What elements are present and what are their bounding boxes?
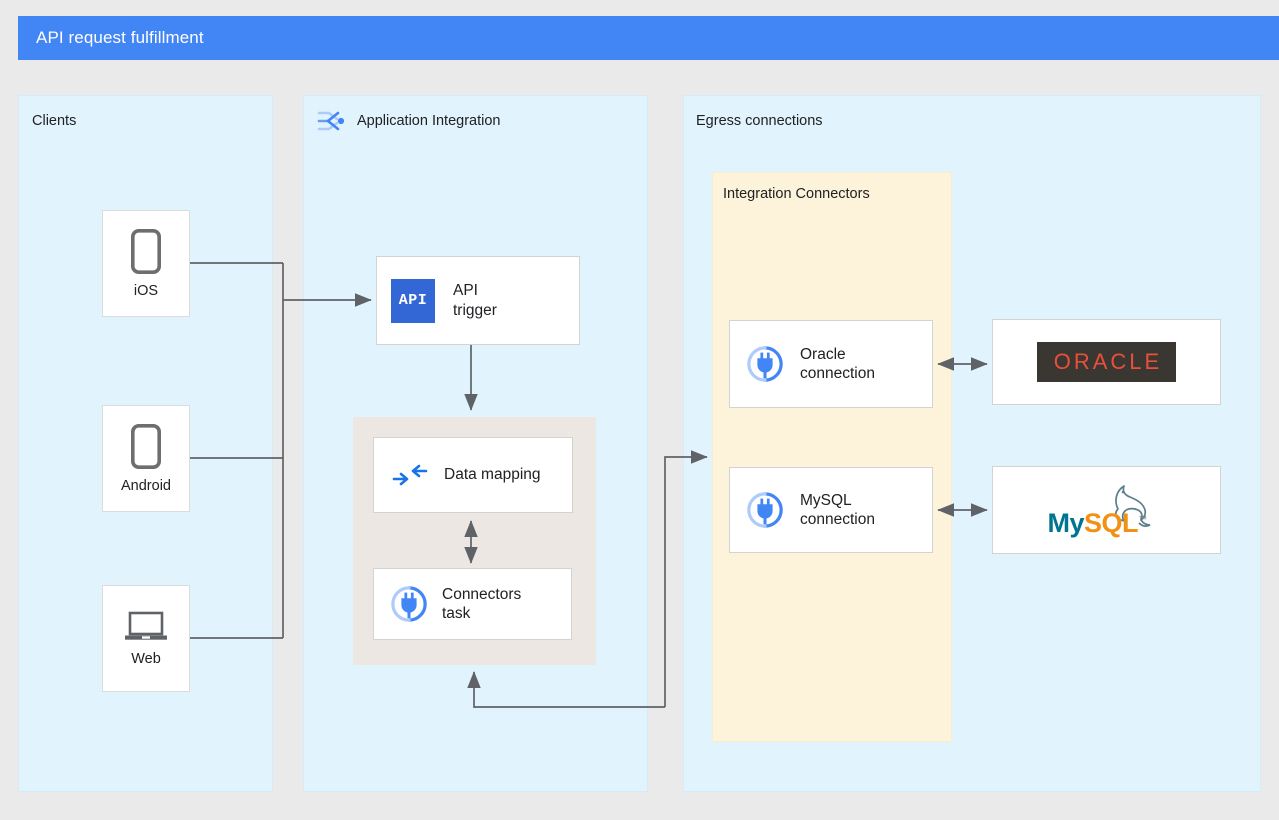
oracle-logo: ORACLE bbox=[1036, 342, 1177, 382]
client-label-ios: iOS bbox=[133, 282, 159, 299]
plug-icon bbox=[747, 346, 783, 382]
laptop-icon bbox=[125, 611, 167, 640]
page-title: API request fulfillment bbox=[36, 28, 204, 47]
client-tile-web[interactable]: Web bbox=[102, 585, 190, 692]
panel-egress-label: Egress connections bbox=[696, 113, 823, 129]
node-data-mapping[interactable]: Data mapping bbox=[373, 437, 573, 513]
phone-icon bbox=[131, 228, 161, 274]
node-oracle-connection[interactable]: Oracle connection bbox=[729, 320, 933, 408]
panel-integration-connectors bbox=[712, 172, 952, 742]
mysql-wordmark-my: My bbox=[1047, 508, 1085, 538]
panel-application-integration-label: Application Integration bbox=[357, 113, 501, 129]
plug-icon bbox=[391, 586, 427, 622]
phone-icon bbox=[131, 423, 161, 469]
client-tile-ios[interactable]: iOS bbox=[102, 210, 190, 317]
node-api-trigger-label: API trigger bbox=[453, 282, 497, 319]
header-bar: API request fulfillment bbox=[18, 16, 1279, 60]
node-mysql-connection[interactable]: MySQL connection bbox=[729, 467, 933, 553]
plug-icon bbox=[747, 492, 783, 528]
client-label-android: Android bbox=[121, 477, 171, 494]
api-badge-icon: API bbox=[391, 278, 435, 323]
client-tile-android[interactable]: Android bbox=[102, 405, 190, 512]
panel-integration-connectors-label: Integration Connectors bbox=[723, 186, 870, 202]
node-oracle-connection-label: Oracle connection bbox=[800, 345, 875, 382]
node-api-trigger[interactable]: API API trigger bbox=[376, 256, 580, 345]
backend-mysql: MySQL™ bbox=[992, 466, 1221, 554]
backend-oracle: ORACLE bbox=[992, 319, 1221, 405]
mysql-dolphin-logo: MySQL™ bbox=[1042, 479, 1172, 541]
mysql-trademark: ™ bbox=[1138, 514, 1147, 524]
data-mapping-icon bbox=[392, 464, 428, 486]
mysql-dolphin-icon bbox=[1114, 485, 1150, 527]
node-mysql-connection-label: MySQL connection bbox=[800, 491, 875, 528]
node-connectors-task[interactable]: Connectors task bbox=[373, 568, 572, 640]
node-data-mapping-label: Data mapping bbox=[444, 466, 541, 484]
mysql-wordmark: MySQL™ bbox=[1047, 508, 1148, 539]
node-connectors-task-label: Connectors task bbox=[442, 585, 522, 622]
application-integration-icon bbox=[317, 111, 345, 131]
client-label-web: Web bbox=[131, 651, 161, 667]
mysql-wordmark-sql: SQL bbox=[1084, 508, 1139, 538]
panel-clients-label: Clients bbox=[32, 113, 77, 129]
